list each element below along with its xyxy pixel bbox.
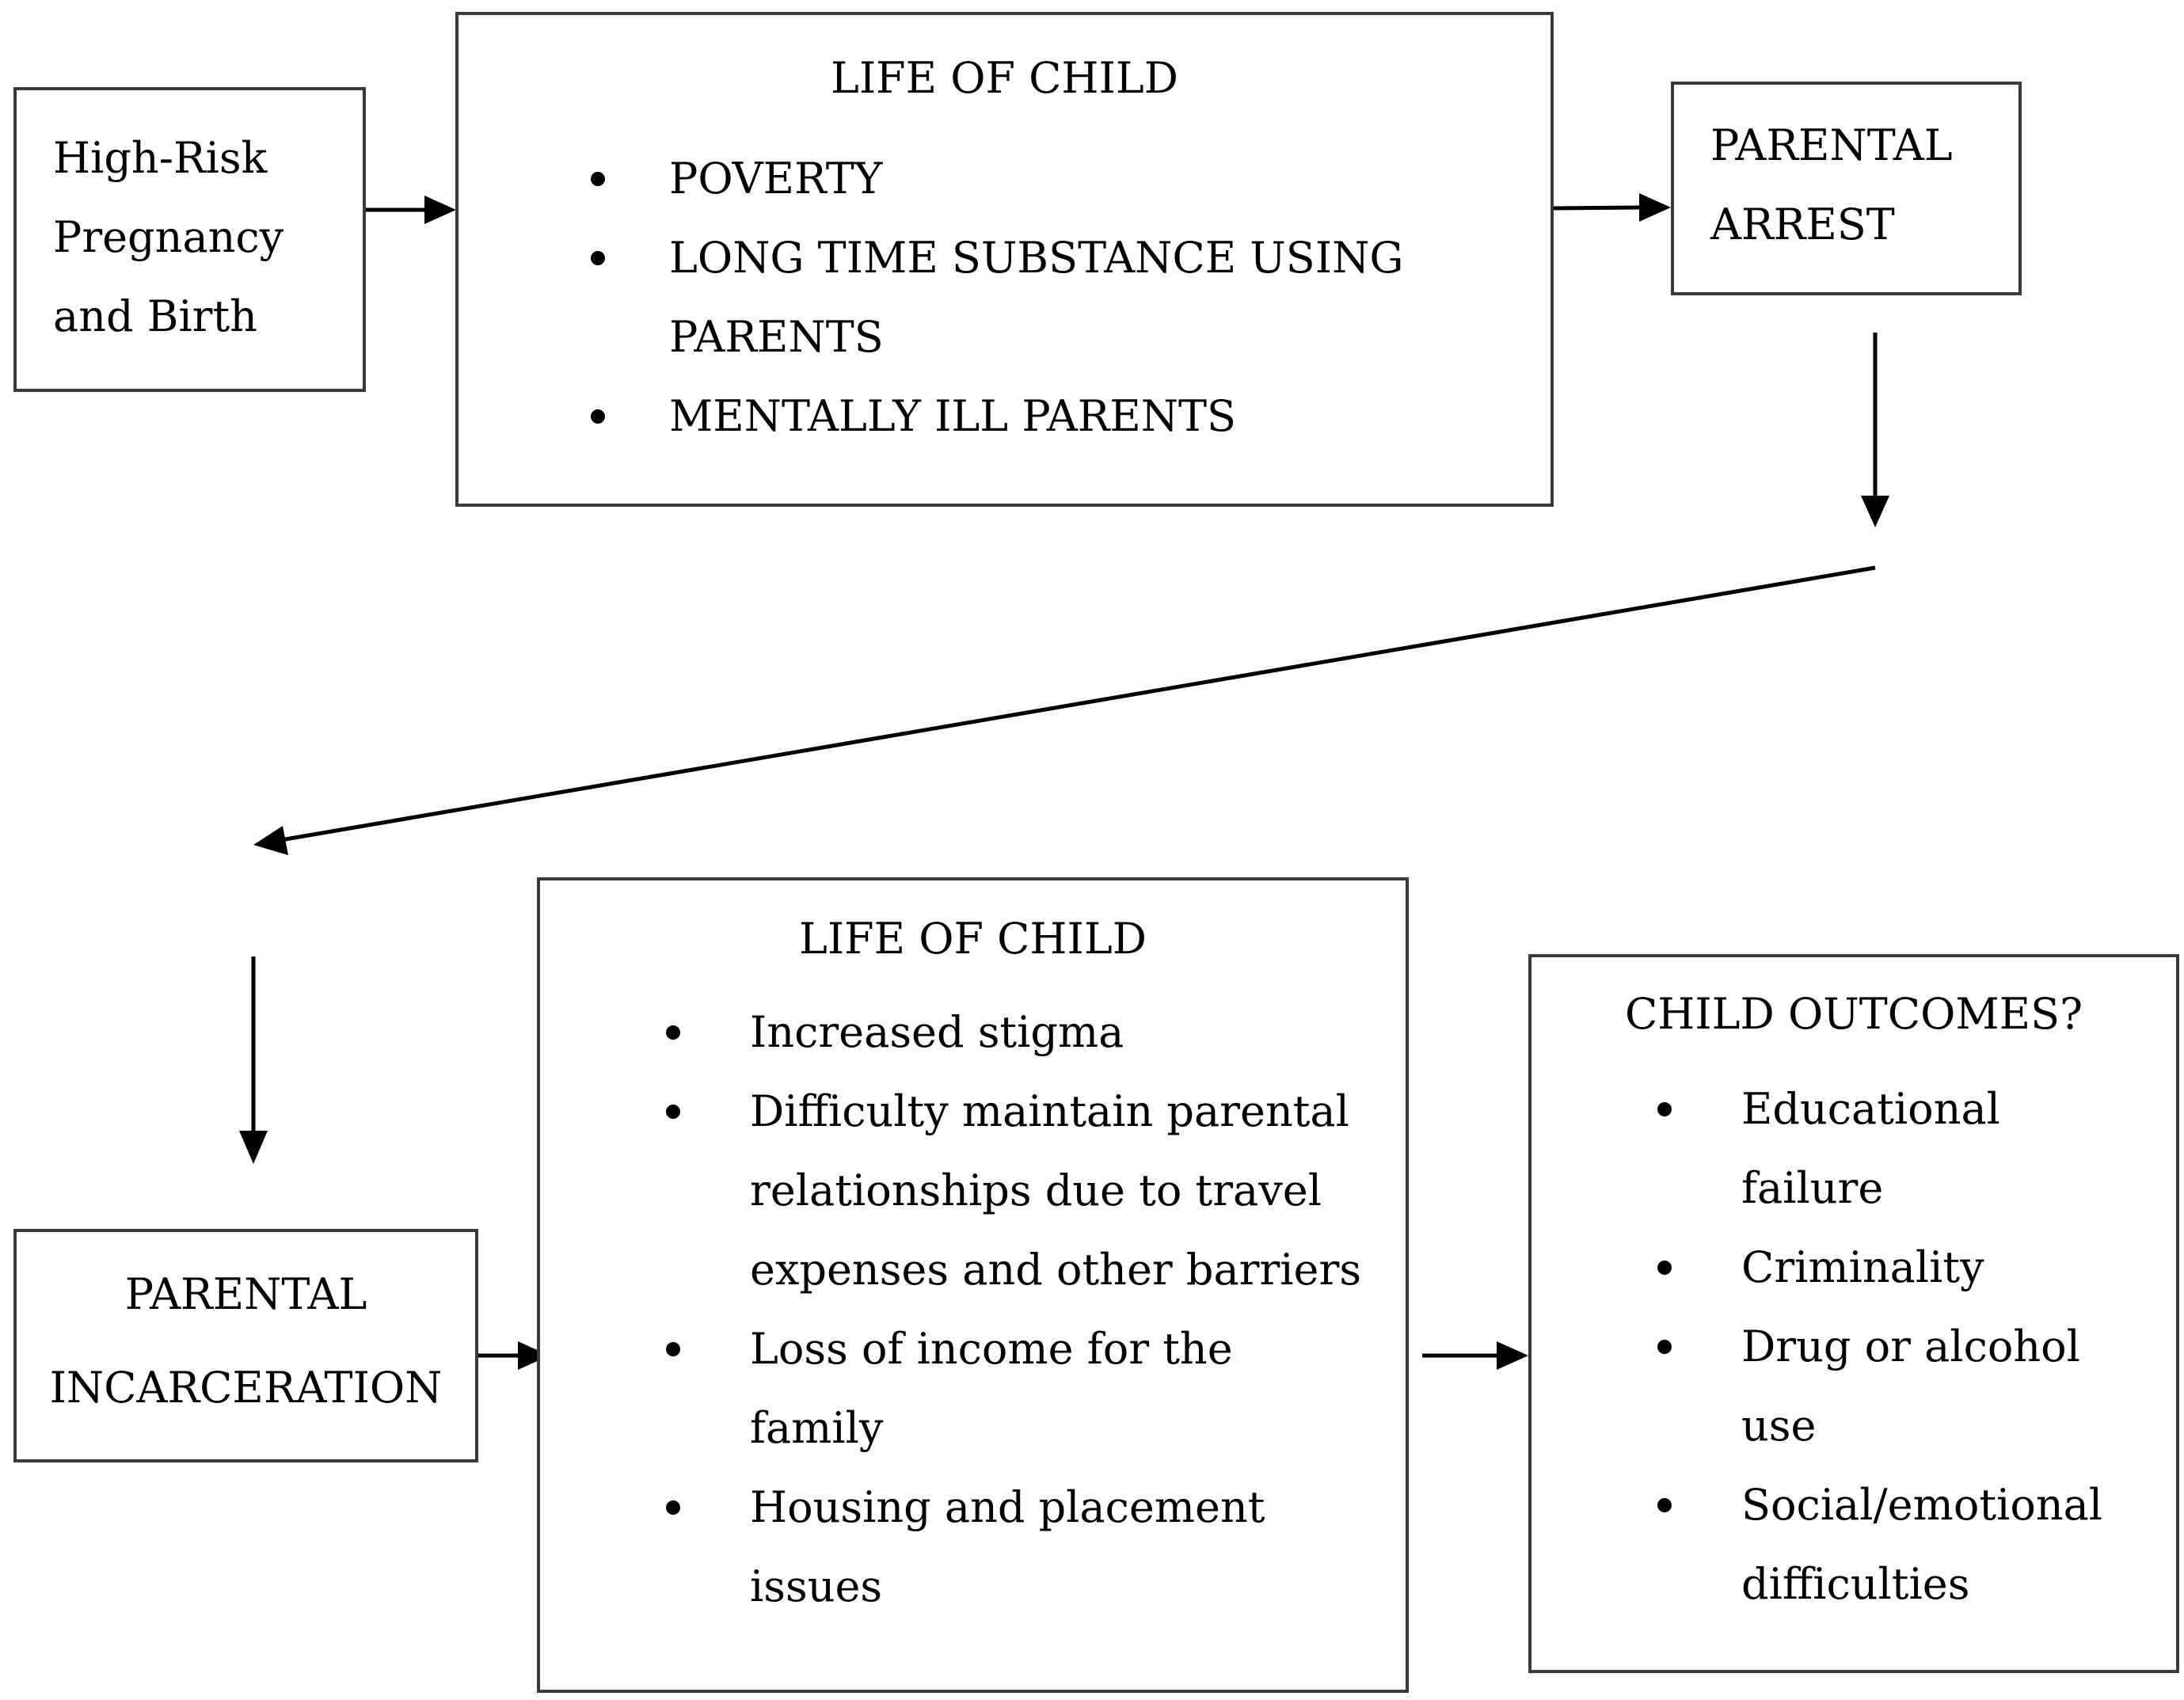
life-of-child-top-box: LIFE OF CHILD POVERTY LONG TIME SUBSTANC… (455, 12, 1554, 507)
arrow-diagonal (284, 565, 1876, 842)
high-risk-pregnancy-box: High-Risk Pregnancy and Birth (13, 87, 366, 392)
life-of-child-top-title: LIFE OF CHILD (830, 53, 1179, 103)
list-item: Loss of income for the family (665, 1310, 1361, 1468)
list-item-line: family (750, 1403, 884, 1453)
list-item: Housing and placement issues (665, 1468, 1361, 1626)
parental-incarceration-box: PARENTAL INCARCERATION (13, 1229, 478, 1462)
arrow-life-to-arrest (1553, 205, 1642, 211)
list-item-line: issues (750, 1561, 883, 1611)
parental-arrest-line-2: ARREST (1710, 200, 1895, 249)
list-item: Social/emotional difficulties (1657, 1466, 2103, 1624)
parental-incarceration-line-2: INCARCERATION (49, 1363, 443, 1413)
list-item-line: Housing and placement (750, 1482, 1265, 1532)
list-item-line: Educational (1741, 1084, 2000, 1134)
child-outcomes-title: CHILD OUTCOMES? (1624, 989, 2083, 1039)
high-risk-pregnancy-text: High-Risk Pregnancy and Birth (53, 119, 283, 356)
parental-arrest-line-1: PARENTAL (1710, 120, 1953, 170)
arrow-life-to-outcomes-head (1497, 1341, 1528, 1370)
list-item: Drug or alcohol use (1657, 1307, 2102, 1466)
list-item-line: Criminality (1741, 1242, 1984, 1292)
list-item-line: use (1741, 1401, 1817, 1451)
list-item-line: Drug or alcohol (1741, 1322, 2080, 1371)
parental-incarceration-line-1: PARENTAL (124, 1269, 367, 1319)
high-risk-line-3: and Birth (53, 291, 257, 341)
list-item-line: difficulties (1741, 1559, 1970, 1609)
list-item-line: POVERTY (669, 154, 883, 203)
list-item-line: Difficulty maintain parental (750, 1086, 1349, 1136)
life-of-child-top-list: POVERTY LONG TIME SUBSTANCE USING PARENT… (591, 139, 1404, 456)
list-item-line: failure (1741, 1163, 1884, 1213)
list-item-line: LONG TIME SUBSTANCE USING (669, 233, 1404, 283)
life-of-child-bottom-title: LIFE OF CHILD (798, 914, 1147, 964)
list-item-line: Increased stigma (750, 1007, 1124, 1057)
list-item: MENTALLY ILL PARENTS (591, 377, 1404, 456)
arrow-highrisk-to-life-head (424, 196, 456, 224)
list-item-line: relationships due to travel (750, 1166, 1322, 1215)
life-of-child-bottom-box: LIFE OF CHILD Increased stigma Difficult… (537, 877, 1409, 1693)
child-outcomes-box: CHILD OUTCOMES? Educational failure Crim… (1528, 954, 2179, 1673)
high-risk-line-1: High-Risk (53, 133, 268, 183)
list-item: Educational failure (1657, 1070, 2102, 1228)
arrow-arrest-down-head (1861, 496, 1889, 527)
list-item-line: PARENTS (669, 312, 884, 362)
list-item: LONG TIME SUBSTANCE USING PARENTS (591, 219, 1404, 377)
list-item-line: MENTALLY ILL PARENTS (669, 391, 1237, 441)
list-item-line: Loss of income for the (750, 1324, 1233, 1374)
list-item: POVERTY (591, 139, 1404, 219)
arrow-diagonal-head (253, 826, 288, 855)
arrow-to-incarceration-head (239, 1131, 268, 1164)
child-outcomes-list: Educational failure Criminality Drug or … (1657, 1070, 2103, 1624)
list-item: Increased stigma (665, 993, 1361, 1072)
list-item: Criminality (1657, 1228, 2102, 1307)
high-risk-line-2: Pregnancy (53, 212, 284, 262)
life-of-child-bottom-list: Increased stigma Difficulty maintain par… (665, 993, 1362, 1626)
list-item-line: Social/emotional (1741, 1480, 2103, 1530)
list-item-line: expenses and other barriers (750, 1245, 1362, 1295)
arrow-life-to-arrest-head (1639, 193, 1671, 222)
parental-incarceration-text: PARENTAL INCARCERATION (17, 1248, 475, 1435)
list-item: Difficulty maintain parental relationshi… (665, 1072, 1362, 1310)
parental-arrest-box: PARENTAL ARREST (1671, 82, 2022, 295)
arrow-incarceration-to-life-head (518, 1341, 550, 1370)
parental-arrest-text: PARENTAL ARREST (1710, 106, 1953, 264)
